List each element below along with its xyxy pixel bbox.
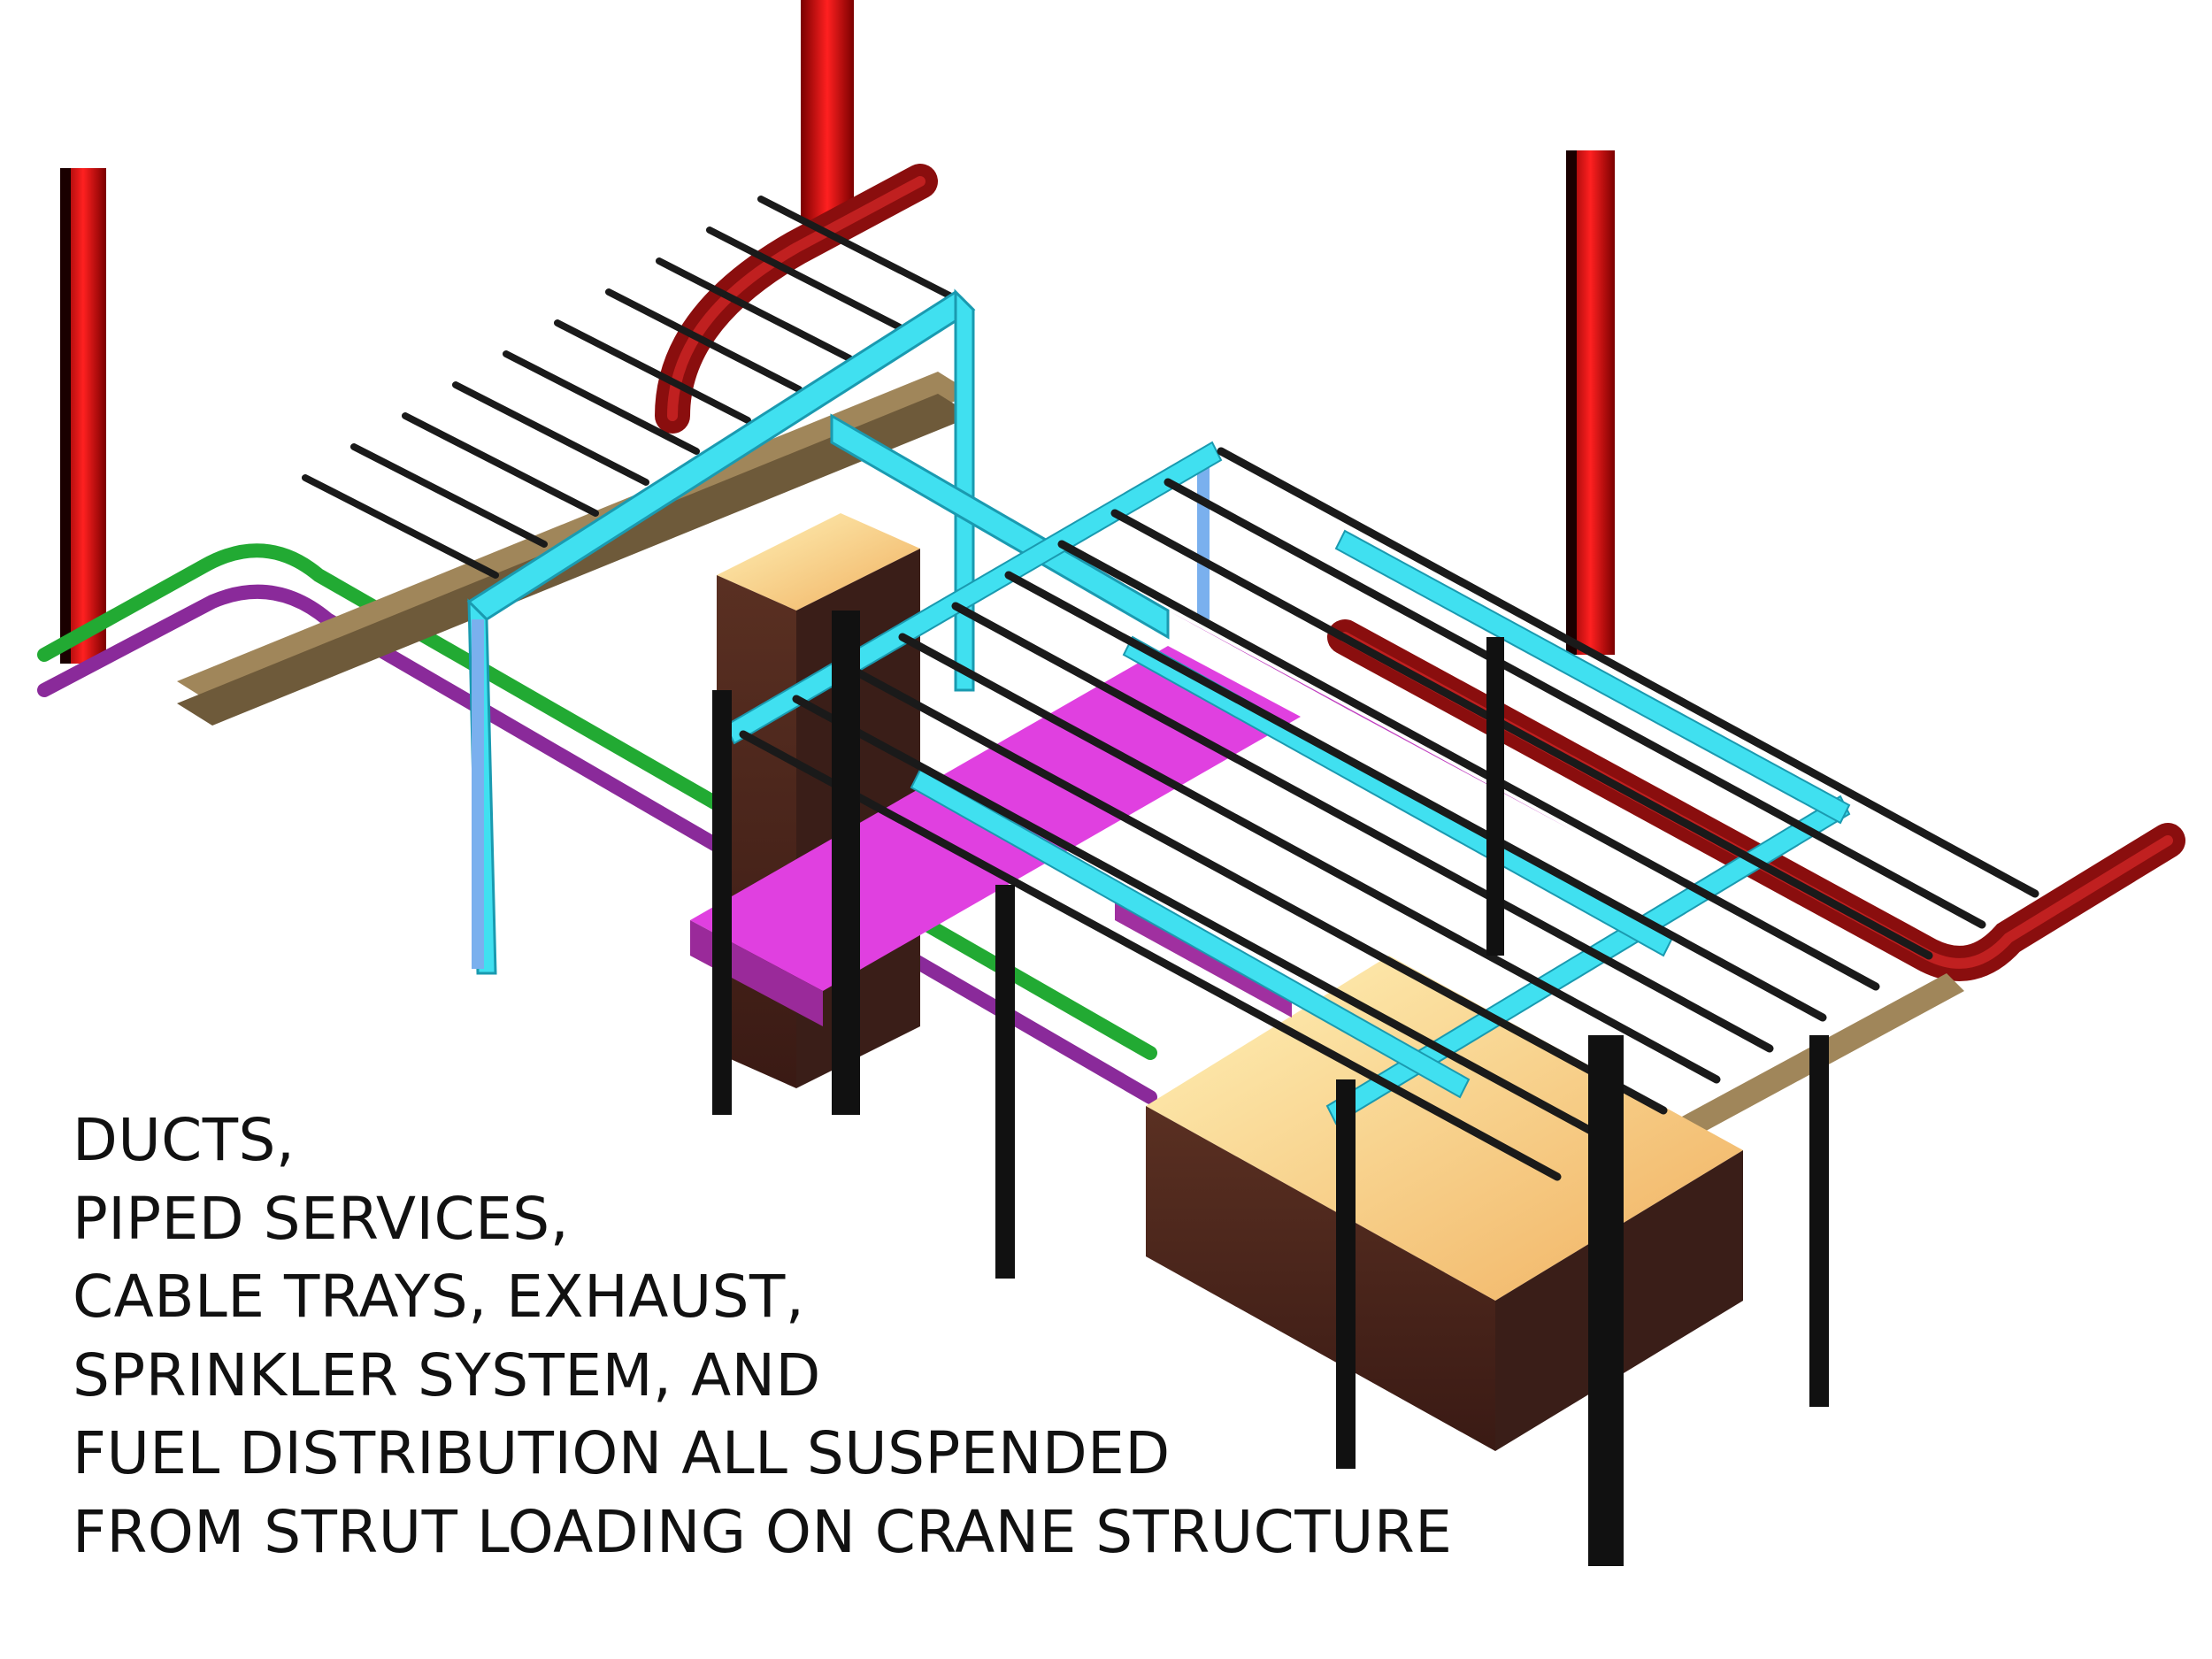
caption-line: DUCTS, [73,1106,296,1174]
crane-column-top [801,0,854,221]
hangers [472,460,1210,969]
sprinkler-pipes [37,543,1157,1104]
crane-column-right [1566,150,1615,655]
fuel-pipe [655,164,2185,981]
caption: DUCTS, PIPED SERVICES, CABLE TRAYS, EXHA… [73,1102,1452,1571]
strut-rods-top [302,196,955,579]
strut-rods-lower [739,447,2039,1181]
caption-line: PIPED SERVICES, [73,1184,570,1253]
crane-column-left [60,168,106,664]
caption-line: SPRINKLER SYSTEM, AND [73,1340,821,1409]
caption-line: FUEL DISTRIBUTION ALL SUSPENDED [73,1419,1171,1487]
structural-posts [712,611,1829,1566]
caption-line: FROM STRUT LOADING ON CRANE STRUCTURE [73,1497,1453,1566]
caption-line: CABLE TRAYS, EXHAUST, [73,1263,805,1331]
